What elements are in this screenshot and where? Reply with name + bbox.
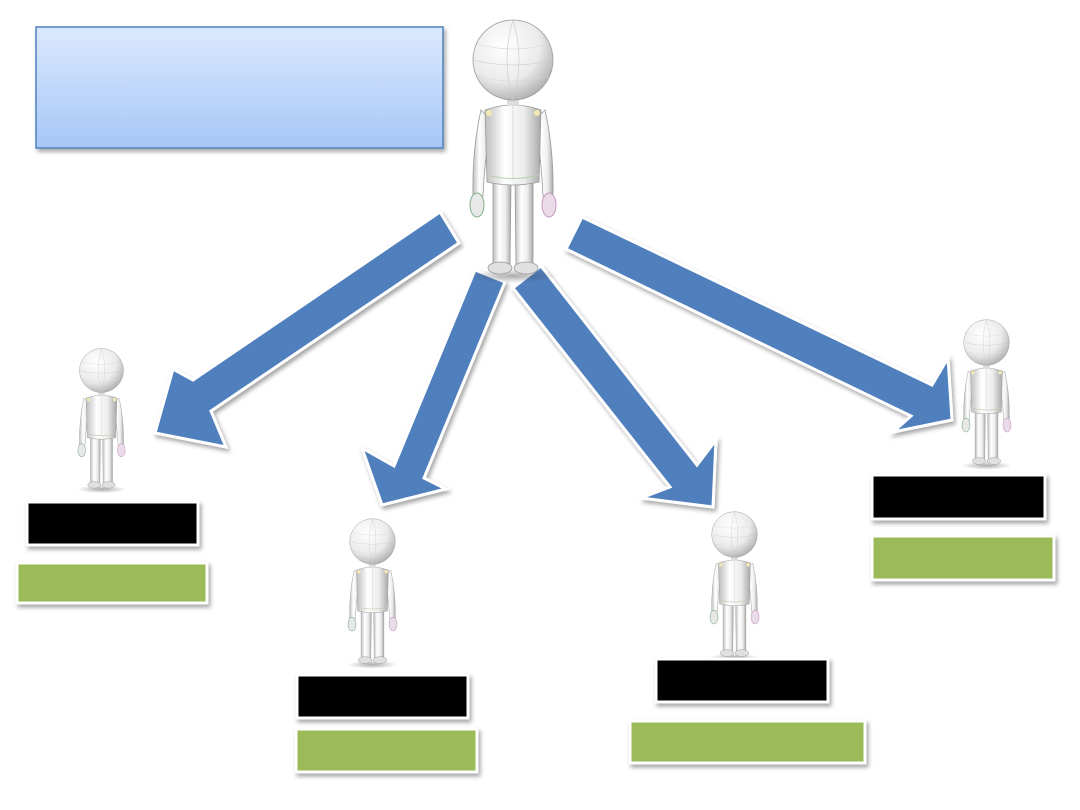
child-4-name-bar [870,473,1047,521]
child-4-labels [870,473,1056,582]
child-3-person-icon [709,511,760,662]
child-2-value-bar [294,727,479,774]
title-box [35,26,444,149]
child-3-value-bar [628,719,867,765]
child-3-labels [628,657,867,765]
child-3-name-bar [654,657,830,704]
child-2-labels [294,673,479,774]
child-4-value-bar [870,534,1056,582]
child-2-name-bar [295,673,470,720]
arrow-to-child-2 [359,268,507,507]
child-1-labels [15,500,209,605]
arrow-to-child-4 [563,215,954,435]
arrow-to-child-1 [153,209,462,450]
root-person-icon [468,19,558,284]
arrow-to-child-3 [510,263,718,509]
child-2-person-icon [347,518,398,669]
arrows [153,209,954,509]
child-1-person-icon [77,348,126,494]
child-1-name-bar [25,500,200,547]
child-1-value-bar [15,561,209,605]
child-4-person-icon [961,319,1012,470]
